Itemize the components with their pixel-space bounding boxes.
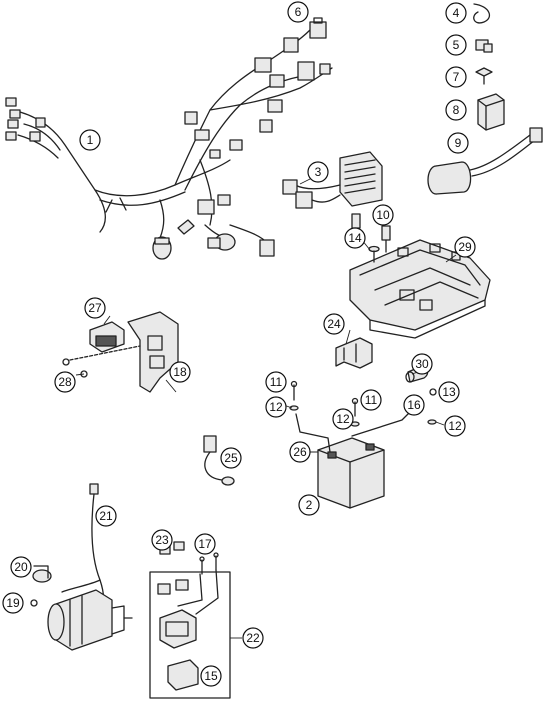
callout-15: 15 [200, 665, 222, 687]
callout-5: 5 [445, 34, 467, 56]
svg-text:10: 10 [376, 208, 390, 222]
svg-text:12: 12 [269, 400, 283, 414]
screws-washers [289, 380, 437, 427]
clamp-part-20 [32, 565, 52, 583]
main-wiring-harness [5, 29, 333, 260]
callout-29: 29 [454, 236, 476, 258]
battery [295, 413, 385, 509]
svg-text:29: 29 [458, 240, 472, 254]
callout-25: 25 [220, 447, 242, 469]
callout-4: 4 [445, 2, 467, 24]
callout-21: 21 [95, 505, 117, 527]
svg-text:11: 11 [270, 375, 283, 389]
svg-text:22: 22 [246, 631, 260, 645]
svg-text:30: 30 [415, 357, 429, 371]
callout-12-right: 12 [444, 415, 466, 437]
svg-text:12: 12 [336, 412, 350, 426]
callout-17: 17 [194, 533, 216, 555]
svg-text:25: 25 [224, 451, 238, 465]
svg-text:15: 15 [204, 669, 218, 683]
clip [475, 39, 493, 53]
battery-holder-tray [349, 239, 491, 339]
callout-19: 19 [2, 592, 24, 614]
svg-text:20: 20 [14, 560, 28, 574]
callout-7: 7 [445, 66, 467, 88]
svg-text:13: 13 [442, 385, 456, 399]
svg-text:11: 11 [365, 393, 378, 407]
svg-text:2: 2 [306, 498, 313, 512]
callout-22: 22 [242, 627, 264, 649]
cable-tie [473, 3, 491, 24]
callout-9: 9 [447, 132, 469, 154]
svg-text:24: 24 [327, 317, 341, 331]
svg-text:4: 4 [453, 6, 460, 20]
ground-cable [203, 435, 235, 486]
svg-text:18: 18 [173, 365, 187, 379]
svg-text:6: 6 [295, 5, 302, 19]
capacitor-part-9 [427, 127, 543, 195]
screw-part-19 [30, 599, 38, 607]
callout-27: 27 [84, 297, 106, 319]
callout-13: 13 [438, 381, 460, 403]
screws-part-17 [199, 552, 219, 575]
callout-20: 20 [10, 556, 32, 578]
svg-text:14: 14 [348, 231, 362, 245]
callout-28: 28 [54, 371, 76, 393]
voltage-regulator [282, 151, 383, 209]
holder [475, 67, 493, 85]
svg-text:8: 8 [453, 103, 460, 117]
svg-text:9: 9 [455, 136, 462, 150]
svg-text:1: 1 [87, 133, 94, 147]
callout-12-left: 12 [265, 396, 287, 418]
svg-text:3: 3 [315, 165, 322, 179]
svg-text:16: 16 [407, 398, 421, 412]
svg-text:12: 12 [448, 419, 462, 433]
callout-16: 16 [403, 394, 425, 416]
callout-3: 3 [307, 161, 329, 183]
callout-11-right: 11 [360, 389, 382, 411]
callout-24: 24 [323, 313, 345, 335]
callout-1: 1 [79, 129, 101, 151]
svg-text:28: 28 [58, 375, 72, 389]
callout-26: 26 [289, 441, 311, 463]
callout-12-mid: 12 [332, 408, 354, 430]
rubber-cover [477, 93, 505, 131]
callout-8: 8 [445, 99, 467, 121]
callout-6: 6 [287, 1, 309, 23]
callout-14: 14 [344, 227, 366, 249]
svg-text:21: 21 [99, 509, 113, 523]
callout-18: 18 [169, 361, 191, 383]
callout-10: 10 [372, 204, 394, 226]
svg-text:27: 27 [88, 301, 102, 315]
svg-text:23: 23 [155, 533, 169, 547]
battery-bracket [335, 337, 373, 369]
starter-relay-set [149, 569, 231, 699]
callout-2: 2 [298, 494, 320, 516]
battery-cable [351, 406, 416, 437]
callout-11-left: 11 [265, 371, 287, 393]
nut-part-13 [429, 388, 437, 396]
svg-text:26: 26 [293, 445, 307, 459]
starter-motor [47, 589, 133, 651]
callout-23: 23 [151, 529, 173, 551]
screw-part-14 [368, 245, 380, 263]
starter-relay-bracket [69, 311, 179, 393]
svg-text:19: 19 [6, 596, 20, 610]
svg-text:7: 7 [453, 70, 460, 84]
svg-text:17: 17 [198, 537, 212, 551]
connector-part-6 [309, 17, 327, 39]
callout-30: 30 [411, 353, 433, 375]
svg-text:5: 5 [453, 38, 460, 52]
